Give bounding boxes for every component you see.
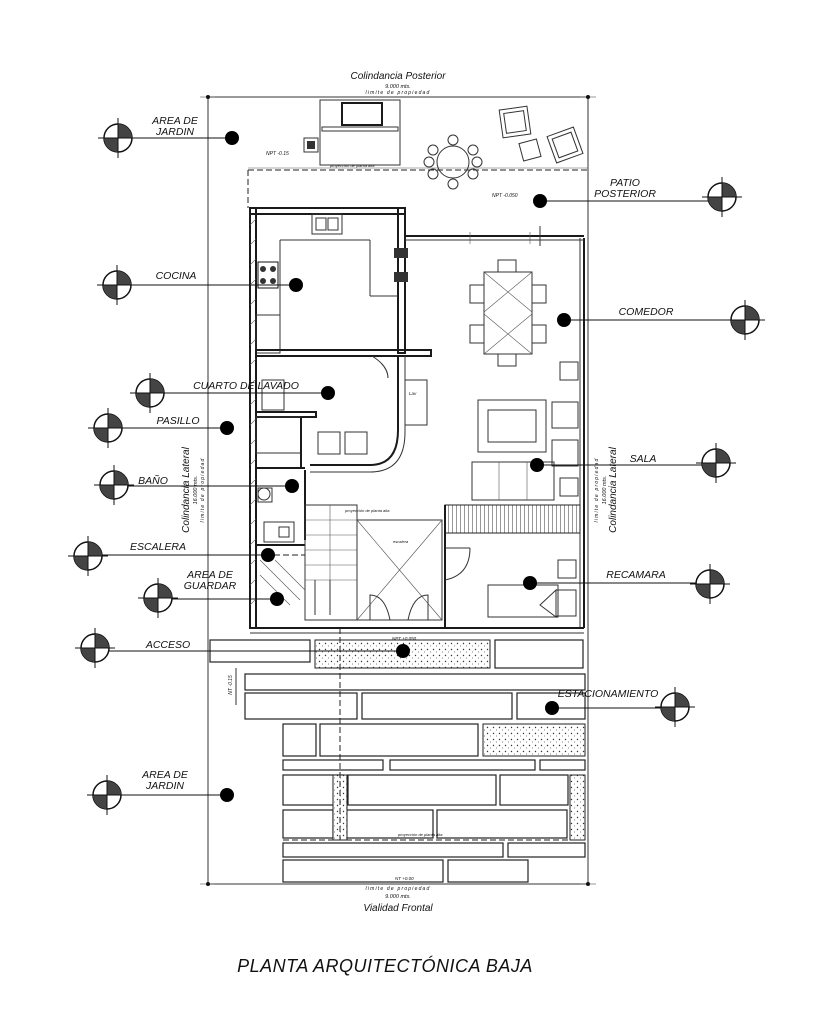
- room-label-escalera: ESCALERA: [130, 541, 186, 553]
- section-marker-icon: [138, 578, 178, 618]
- section-marker-icon: [130, 373, 170, 413]
- rear-boundary-note: limite de propiedad: [365, 90, 430, 96]
- front-boundary-note: limite de propiedad: [365, 886, 430, 892]
- front-yard: NPT +0.050 proyección de planta alta NT …: [209, 628, 586, 883]
- room-label-pasillo: PASILLO: [157, 415, 200, 427]
- callout-bano: BAÑO: [94, 465, 299, 505]
- room-dot: [557, 313, 571, 327]
- room-dot: [225, 131, 239, 145]
- plan-title: PLANTA ARQUITECTÓNICA BAJA: [237, 955, 533, 976]
- room-label-comedor: COMEDOR: [619, 306, 674, 318]
- room-dot: [396, 644, 410, 658]
- level-parking-side: NT -0.15: [228, 675, 234, 695]
- room-callouts: AREA DEJARDINPATIOPOSTERIORCOCINACOMEDOR…: [68, 115, 765, 815]
- room-label-area-guardar: GUARDAR: [184, 580, 237, 592]
- right-boundary-note: limite de propiedad: [594, 457, 600, 522]
- patio-projection-note: proyección de planta alta: [329, 163, 375, 168]
- room-dot: [261, 548, 275, 562]
- property-boundary: [200, 95, 596, 886]
- room-dot: [530, 458, 544, 472]
- left-boundary-dimension: 16.000 mts.: [193, 476, 199, 505]
- room-dot: [220, 421, 234, 435]
- section-marker-icon: [690, 564, 730, 604]
- room-label-area-jardin-rear: AREA DE: [151, 115, 199, 127]
- callout-escalera: ESCALERA: [68, 536, 275, 576]
- front-boundary-dimension: 9.000 mts.: [385, 894, 411, 900]
- room-label-cuarto-lavado: CUARTO DE LAVADO: [193, 380, 299, 392]
- room-dot: [523, 576, 537, 590]
- section-marker-icon: [98, 118, 138, 158]
- section-marker-icon: [696, 443, 736, 483]
- room-dot: [545, 701, 559, 715]
- section-marker-icon: [88, 408, 128, 448]
- dining-set: [469, 259, 579, 381]
- right-boundary-dimension: 16.000 mts.: [602, 476, 608, 505]
- stair-label: escalera: [393, 539, 409, 544]
- level-patio: NPT -0.050: [492, 193, 518, 199]
- callout-recamara: RECAMARA: [523, 564, 730, 604]
- right-boundary-title: Colindancia Lateral: [608, 446, 619, 532]
- room-label-bano: BAÑO: [138, 474, 168, 487]
- section-marker-icon: [97, 265, 137, 305]
- section-marker-icon: [725, 300, 765, 340]
- room-label-area-jardin-front: AREA DE: [141, 769, 189, 781]
- living-set: [471, 399, 579, 501]
- section-marker-icon: [655, 687, 695, 727]
- left-boundary-label: Colindancia Lateral 16.000 mts. limite d…: [181, 446, 206, 532]
- callout-acceso: ACCESO: [75, 628, 410, 668]
- left-boundary-title: Colindancia Lateral: [181, 446, 192, 532]
- room-label-patio-posterior: POSTERIOR: [594, 188, 656, 200]
- room-dot: [533, 194, 547, 208]
- front-boundary-title: Vialidad Frontal: [363, 903, 433, 914]
- room-label-patio-posterior: PATIO: [610, 177, 640, 189]
- callout-sala: SALA: [530, 443, 736, 483]
- room-dot: [289, 278, 303, 292]
- front-boundary-label: limite de propiedad 9.000 mts. Vialidad …: [363, 886, 433, 914]
- room-label-area-jardin-rear: JARDIN: [155, 126, 194, 138]
- room-dot: [285, 479, 299, 493]
- callout-cocina: COCINA: [97, 265, 303, 305]
- room-dot: [321, 386, 335, 400]
- bedroom-set: [487, 559, 577, 618]
- room-dot: [220, 788, 234, 802]
- right-boundary-label: limite de propiedad 16.000 mts. Colindan…: [594, 446, 619, 532]
- level-front: NT +0.00: [395, 876, 414, 881]
- callout-cuarto-lavado: CUARTO DE LAVADO: [130, 373, 335, 413]
- front-projection-note: proyección de planta alta: [397, 832, 443, 837]
- room-dot: [270, 592, 284, 606]
- section-marker-icon: [702, 177, 742, 217]
- rear-boundary-title: Colindancia Posterior: [350, 71, 446, 82]
- room-label-cocina: COCINA: [156, 270, 197, 282]
- room-label-area-guardar: AREA DE: [186, 569, 234, 581]
- room-label-area-jardin-front: JARDIN: [145, 780, 184, 792]
- rear-boundary-label: Colindancia Posterior 9.000 mts. limite …: [350, 71, 446, 96]
- section-marker-icon: [94, 465, 134, 505]
- level-garden-rear: NPT -0.15: [266, 151, 289, 157]
- section-marker-icon: [68, 536, 108, 576]
- rear-boundary-dimension: 9.000 mts.: [385, 84, 411, 90]
- callout-pasillo: PASILLO: [88, 408, 234, 448]
- level-access: NPT +0.050: [392, 636, 417, 641]
- stairs-projection-note: proyección de planta alta: [344, 508, 390, 513]
- callout-estacionamiento: ESTACIONAMIENTO: [545, 687, 695, 727]
- laundry-label: Lav: [409, 391, 417, 396]
- left-boundary-note: limite de propiedad: [200, 457, 206, 522]
- room-label-sala: SALA: [630, 453, 657, 465]
- callout-comedor: COMEDOR: [557, 300, 765, 340]
- room-label-acceso: ACCESO: [145, 639, 190, 651]
- room-label-recamara: RECAMARA: [606, 569, 666, 581]
- section-marker-icon: [75, 628, 115, 668]
- rear-yard: NPT -0.15 proyección de planta alta NPT …: [247, 99, 588, 208]
- room-label-estacionamiento: ESTACIONAMIENTO: [558, 688, 659, 700]
- house-walls: Lav proyección de planta alta escalera: [249, 207, 585, 634]
